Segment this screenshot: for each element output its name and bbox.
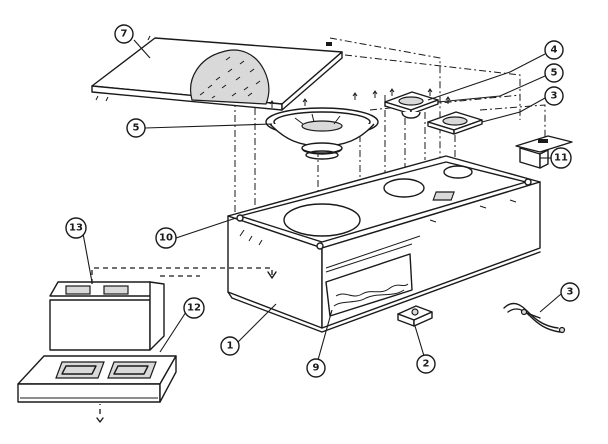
callout-7: 7 bbox=[114, 24, 134, 44]
callout-5-woofer-label: 5 bbox=[133, 123, 140, 134]
callout-13: 13 bbox=[65, 217, 87, 239]
callout-5-woofer: 5 bbox=[126, 118, 146, 138]
tweeter-plate-upper bbox=[384, 91, 439, 119]
callout-12-label: 12 bbox=[187, 303, 201, 314]
callout-3-wire-label: 3 bbox=[567, 287, 574, 298]
callout-5-tweeter-label: 5 bbox=[551, 68, 558, 79]
tweeter-plate-lower bbox=[427, 111, 483, 135]
callout-10-label: 10 bbox=[159, 233, 173, 244]
grille-cover bbox=[49, 281, 165, 351]
callout-2-label: 2 bbox=[423, 359, 430, 370]
callout-4-label: 4 bbox=[551, 45, 558, 56]
cabinet-box bbox=[227, 155, 541, 333]
callout-3-plate: 3 bbox=[544, 86, 564, 106]
callout-5-tweeter: 5 bbox=[544, 63, 564, 83]
callout-11: 11 bbox=[550, 147, 572, 169]
callout-4: 4 bbox=[544, 40, 564, 60]
leader-lines bbox=[81, 39, 562, 361]
callout-3-wire: 3 bbox=[560, 282, 580, 302]
grille-direction-arrows bbox=[91, 267, 277, 423]
base-tray bbox=[17, 355, 177, 403]
screw-markers bbox=[269, 88, 451, 108]
callout-9: 9 bbox=[306, 358, 326, 378]
callout-3-plate-label: 3 bbox=[551, 91, 558, 102]
callout-11-label: 11 bbox=[554, 153, 568, 164]
callout-7-label: 7 bbox=[121, 29, 128, 40]
terminal-block bbox=[397, 305, 433, 327]
woofer-speaker bbox=[265, 107, 379, 160]
callout-2: 2 bbox=[416, 354, 436, 374]
callout-1-label: 1 bbox=[227, 341, 234, 352]
callout-9-label: 9 bbox=[313, 363, 320, 374]
bracket-clip bbox=[515, 135, 573, 169]
callout-12: 12 bbox=[183, 297, 205, 319]
callout-10: 10 bbox=[155, 227, 177, 249]
wire-cable bbox=[503, 302, 566, 334]
callout-1: 1 bbox=[220, 336, 240, 356]
callout-13-label: 13 bbox=[69, 223, 83, 234]
lid-panel bbox=[91, 35, 343, 111]
